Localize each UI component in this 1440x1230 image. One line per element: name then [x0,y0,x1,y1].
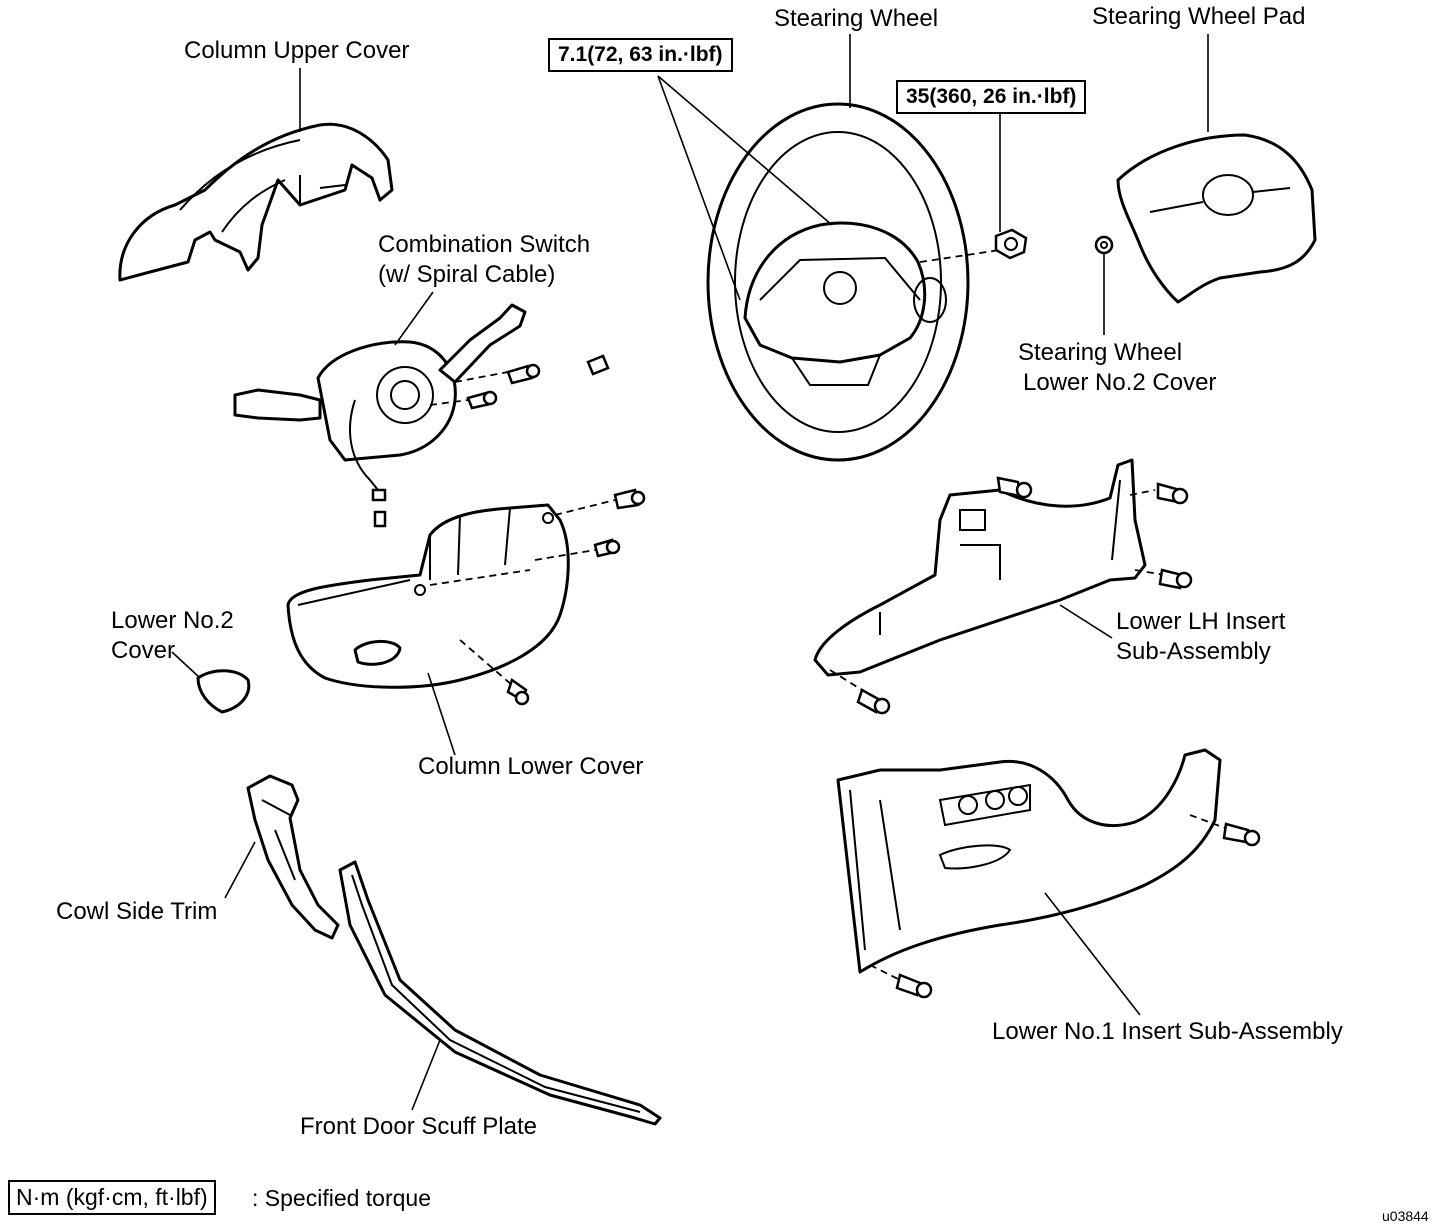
stearing-wheel-label: Stearing Wheel [774,5,939,32]
cowl-side-trim-part [246,774,340,940]
torque-unit-legend-box: N·m (kgf·cm, ft·lbf) [8,1180,216,1215]
wheel-lower-cover-label: Stearing Wheel [1018,339,1183,366]
front-door-scuff-plate-label: Front Door Scuff Plate [300,1113,537,1140]
wheel-bolt-torque-box: 7.1(72, 63 in.·lbf) [548,38,733,72]
stearing-wheel-pad-label: Stearing Wheel Pad [1092,3,1306,30]
wheel-lower-cover-sublabel: Lower No.2 Cover [1023,369,1217,396]
wheel-nut-torque-box: 35(360, 26 in.·lbf) [896,80,1087,114]
switch-screws [429,354,610,410]
lower-no2-cover-label: Lower No.2 [111,607,234,634]
lower-lh-insert-label: Lower LH Insert [1116,608,1286,635]
combination-switch-label: Combination Switch [378,231,591,258]
lower-lh-insert-part [813,458,1147,677]
steering-wheel-pad-part [1116,133,1317,304]
steering-wheel-nut [994,228,1028,260]
column-lower-cover-part [286,503,570,689]
lower-cover-screws [429,488,646,706]
figure-id: u03844 [1382,1208,1429,1224]
column-upper-cover-label: Column Upper Cover [184,37,410,64]
steering-wheel-part [706,102,1001,462]
lower-no1-insert-part [836,748,1222,974]
steering-wheel-lower-no2-cover-part [1094,235,1114,255]
torque-legend-text: : Specified torque [252,1185,432,1211]
no1-insert-screws [869,814,1261,999]
lh-insert-screws [829,476,1193,715]
leader-lines [171,34,1209,1111]
lower-lh-insert-sublabel: Sub-Assembly [1116,638,1271,665]
lower-no1-insert-label: Lower No.1 Insert Sub-Assembly [992,1018,1343,1045]
column-upper-cover-part [118,122,394,282]
column-lower-cover-label: Column Lower Cover [418,753,644,780]
combination-switch-part [233,303,527,528]
lower-no2-cover-part [196,669,251,714]
front-door-scuff-plate-part [338,860,662,1126]
cowl-side-trim-label: Cowl Side Trim [56,898,218,925]
combination-switch-sublabel: (w/ Spiral Cable) [378,261,556,288]
lower-no2-cover-sublabel: Cover [111,637,176,664]
